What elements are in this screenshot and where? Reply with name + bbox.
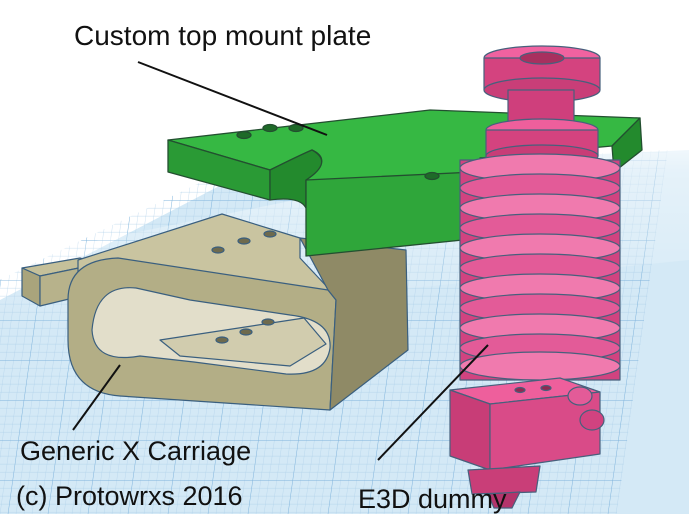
- heatsink-fins: [459, 153, 621, 381]
- e3d-hotend-model: [449, 45, 621, 509]
- x-carriage-label: Generic X Carriage: [20, 436, 252, 466]
- carriage-leader-line: [72, 364, 121, 431]
- plate-leader-line: [137, 61, 328, 136]
- top-mount-plate-label: Custom top mount plate: [74, 20, 372, 51]
- e3d-leader-line: [377, 344, 489, 461]
- e3d-label: E3D dummy: [358, 484, 507, 514]
- x-carriage-model: [21, 213, 409, 411]
- leader-lines: [72, 61, 489, 461]
- copyright-label: (c) Protowrxs 2016: [16, 481, 243, 511]
